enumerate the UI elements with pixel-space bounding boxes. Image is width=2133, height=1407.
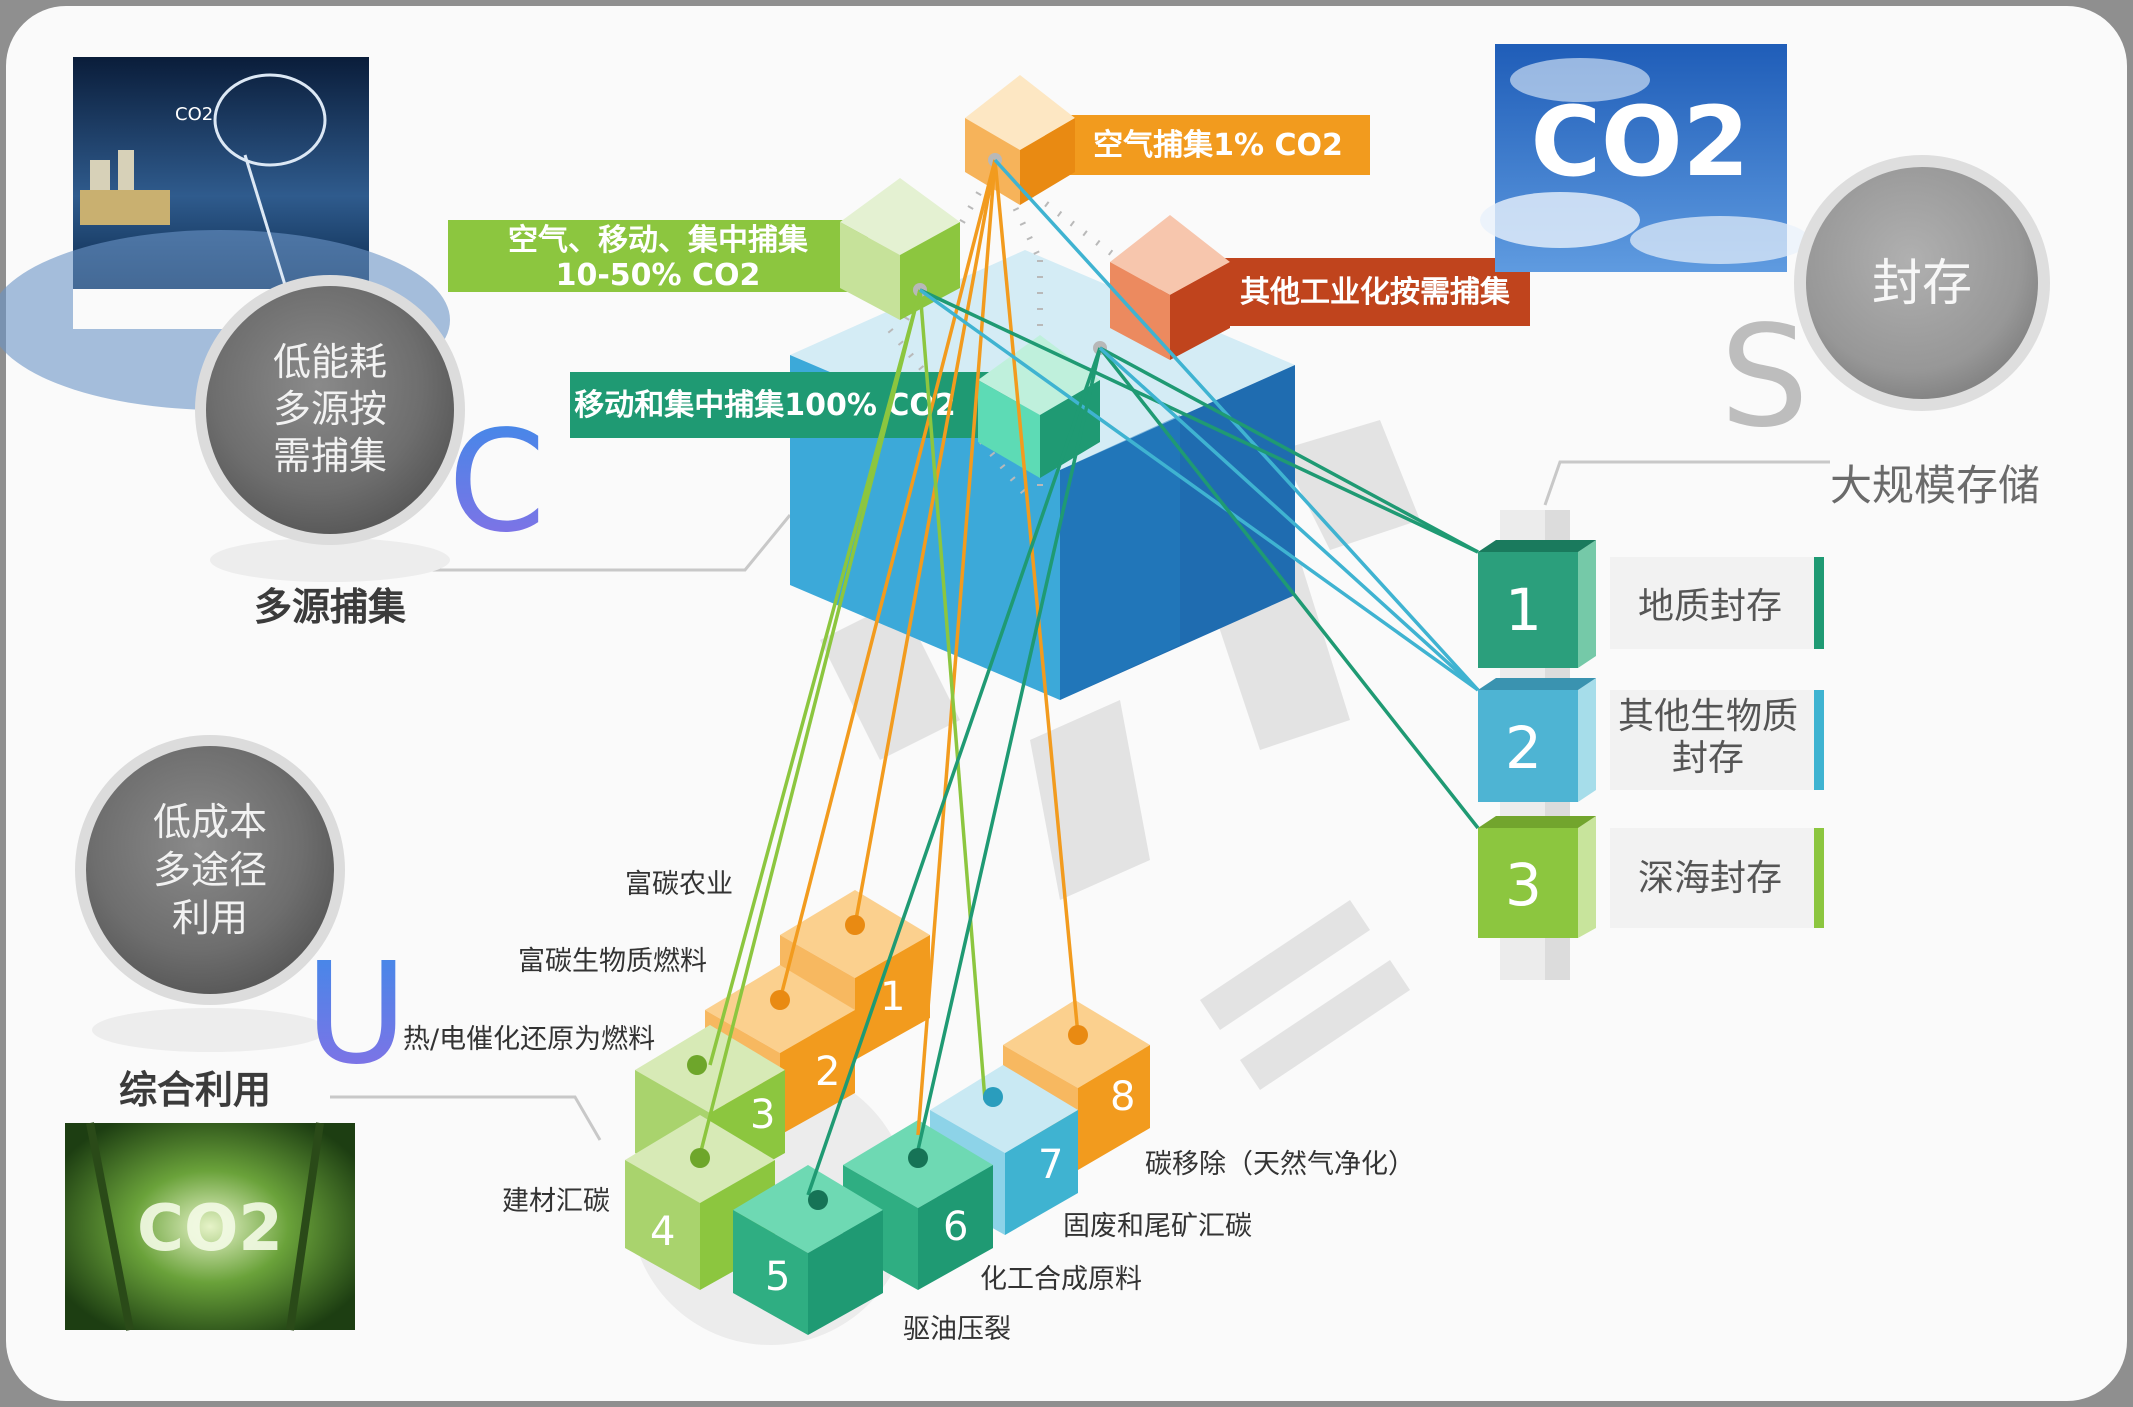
util-label-2: 富碳生物质燃料 [518,946,707,977]
source-label-mobile: 移动和集中捕集100% CO2 [574,388,956,423]
svg-text:低能耗: 低能耗 [273,340,387,384]
svg-text:6: 6 [943,1204,968,1250]
storage-row-1: 1 [1478,540,1824,668]
svg-text:需捕集: 需捕集 [273,434,387,478]
svg-text:2: 2 [815,1049,840,1095]
svg-text:7: 7 [1038,1142,1063,1188]
storage-label-2-line2: 封存 [1672,738,1744,779]
utilization-circle: 低成本 多途径 利用 [75,735,345,1052]
guide-lines [330,460,1830,1141]
svg-text:封存: 封存 [1872,254,1972,312]
svg-text:3: 3 [750,1092,775,1138]
util-label-8: 碳移除（天然气净化） [1145,1149,1415,1180]
storage-letter: S [1720,296,1809,459]
storage-label-1: 地质封存 [1638,586,1782,627]
storage-label-3: 深海封存 [1638,858,1782,899]
util-label-3: 热/电催化还原为燃料 [403,1024,655,1055]
capture-letter: C [448,401,546,564]
svg-text:4: 4 [650,1209,675,1255]
capture-image-text: CO2 [175,104,213,125]
source-label-mix-line1: 空气、移动、集中捕集 [508,223,809,258]
source-banners [448,115,1530,438]
background-arrows [820,420,1420,1090]
svg-text:5: 5 [765,1254,790,1300]
svg-text:1: 1 [880,974,905,1020]
source-label-industry: 其他工业化按需捕集 [1240,275,1511,310]
util-cube-5: 5 [733,1165,883,1335]
storage-image: CO2 [1480,44,1810,272]
storage-image-text: CO2 [1531,86,1750,198]
util-label-6: 化工合成原料 [980,1264,1142,1295]
util-label-7: 固废和尾矿汇碳 [1063,1211,1252,1242]
source-label-air1: 空气捕集1% CO2 [1093,128,1343,163]
svg-text:低成本: 低成本 [153,800,267,844]
banner-air1 [1045,115,1370,175]
capture-circle: 低能耗 多源按 需捕集 [195,275,465,582]
svg-text:8: 8 [1110,1074,1135,1120]
svg-text:利用: 利用 [172,896,248,940]
source-label-mix-line2: 10-50% CO2 [556,258,761,293]
util-label-1: 富碳农业 [625,869,733,900]
storage-row-3: 3 [1478,816,1824,938]
storage-circle: 封存 [1794,155,2050,411]
util-label-5: 驱油压裂 [903,1314,1011,1345]
utilization-title: 综合利用 [119,1068,271,1112]
svg-text:多途径: 多途径 [153,848,267,892]
storage-number-1: 1 [1505,576,1542,644]
utilization-letter: U [305,933,407,1096]
utilization-image-text: CO2 [137,1192,283,1266]
storage-row-2: 2 [1478,678,1824,802]
connection-lines [698,158,1480,1196]
storage-label-2-line1: 其他生物质 [1618,696,1798,737]
util-label-4: 建材汇碳 [502,1186,610,1217]
banner-mix [448,220,868,292]
storage-subtitle: 大规模存储 [1830,461,2040,510]
utilization-image: CO2 [65,1122,355,1331]
capture-title: 多源捕集 [254,585,406,629]
source-cube-mix [840,178,960,320]
storage-number-2: 2 [1505,714,1542,782]
card-background [6,6,2127,1401]
svg-text:多源按: 多源按 [273,387,387,431]
storage-number-3: 3 [1505,851,1542,919]
util-nodes [687,915,1088,1210]
